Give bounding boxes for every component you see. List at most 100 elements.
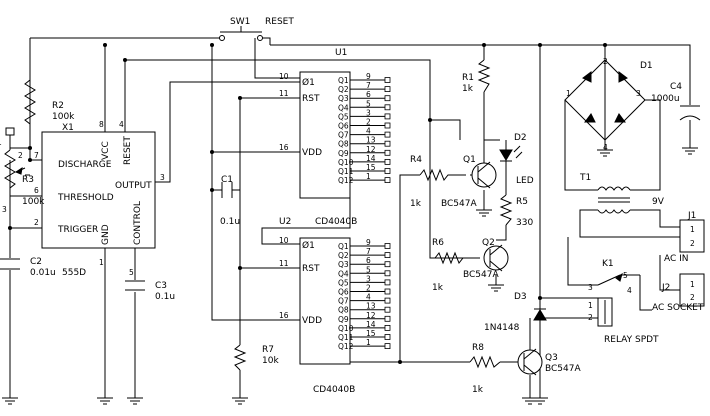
ground-symbols — [2, 147, 698, 405]
u2-pin-number: 3 — [366, 274, 371, 283]
ground-icon — [597, 149, 613, 157]
c1-ref: C1 — [221, 175, 233, 185]
ground-icon — [488, 284, 504, 292]
u1-pin-number: 12 — [366, 145, 376, 154]
resistor-r5: R5 330 — [499, 194, 533, 228]
u1-pin-number: 6 — [366, 90, 371, 99]
d1-pin2: 2 — [603, 57, 608, 66]
k1-ref: K1 — [602, 259, 614, 269]
u1-pin-number: 4 — [366, 127, 371, 136]
u2-pin-number: 2 — [366, 284, 371, 293]
u1-output-q9: Q9 — [338, 149, 349, 158]
u2-pin-number: 12 — [366, 311, 376, 320]
u2-pin-number: 9 — [366, 238, 371, 247]
u2-output-q9: Q9 — [338, 315, 349, 324]
r4-value: 1k — [410, 199, 422, 209]
transformer-t1: T1 9V — [579, 173, 665, 214]
d1-pin1: 1 — [566, 89, 571, 98]
ground-icon — [232, 397, 248, 405]
ground-icon — [476, 209, 492, 217]
r6-ref: R6 — [432, 238, 444, 248]
d1-ref: D1 — [640, 61, 653, 71]
u1-output-q5: Q5 — [338, 112, 349, 121]
timer-part: 555D — [62, 268, 86, 278]
resistor-r8: R8 1k — [469, 343, 501, 395]
j2-pin1: 1 — [690, 280, 695, 289]
switch-ref: SW1 — [230, 17, 250, 27]
u2-output-q5: Q5 — [338, 278, 349, 287]
u2-output-q2: Q2 — [338, 251, 349, 260]
diode-d3: D3 1N4148 — [484, 292, 547, 333]
potentiometer-r3: R3 100k 1 3 2 — [0, 127, 45, 214]
u1-pin-terminal — [384, 168, 391, 174]
junctions — [8, 43, 607, 364]
q1-value: BC547A — [441, 199, 477, 209]
u1-pin-terminal — [384, 104, 391, 111]
k1-pin3: 3 — [588, 283, 593, 292]
pin-3: 3 — [160, 173, 165, 182]
pin-vcc-label: VCC — [101, 141, 111, 160]
u1-pin-number: 7 — [366, 81, 371, 90]
u1-pin-terminal — [384, 158, 391, 165]
r2-ref: R2 — [52, 101, 64, 111]
u1-pin-number: 14 — [366, 154, 376, 163]
k1-pin1: 1 — [588, 301, 593, 310]
d2-value: LED — [516, 176, 534, 186]
j1-ref: J1 — [687, 211, 696, 221]
u1-pin-terminal — [384, 77, 391, 83]
bridge-d1: D1 2 1 3 4 — [566, 57, 653, 152]
resistor-r2: R2 100k — [24, 38, 75, 148]
k1-pin5: 5 — [623, 271, 628, 280]
u2-pin-terminal — [384, 261, 391, 268]
r3-pin2: 2 — [18, 151, 23, 160]
u1-pin-terminal — [384, 140, 391, 147]
j1-pin1: 1 — [690, 225, 695, 234]
pin-2: 2 — [34, 218, 39, 227]
d1-pin3: 3 — [636, 89, 641, 98]
u2-ref: U2 — [279, 217, 291, 227]
r7-ref: R7 — [262, 345, 274, 355]
d1-pin4: 4 — [603, 143, 608, 152]
u1-pin-terminal — [384, 149, 391, 156]
u2-pin-rst-num: 11 — [279, 259, 289, 268]
u2-pin-number: 6 — [366, 256, 371, 265]
u2-pin-terminal — [384, 279, 391, 286]
u2-pin-number: 5 — [366, 265, 371, 274]
u2-pin-number: 7 — [366, 247, 371, 256]
j1-label: AC IN — [664, 254, 689, 264]
timer-ref: X1 — [62, 123, 74, 133]
r3-pin1: 1 — [0, 138, 2, 147]
transistor-q1: Q1 BC547A — [441, 155, 497, 209]
u1-pin-terminal — [384, 177, 391, 184]
u2-output-q1: Q1 — [338, 242, 349, 251]
r7-value: 10k — [262, 356, 279, 366]
u2-pin-terminal — [384, 315, 391, 322]
u2-output-q6: Q6 — [338, 288, 349, 297]
u2-output-q11: Q11 — [338, 333, 354, 342]
u1-output-q6: Q6 — [338, 122, 349, 131]
c2-ref: C2 — [30, 257, 42, 267]
j1-pin2: 2 — [690, 239, 695, 248]
pin-reset-label: RESET — [123, 136, 133, 165]
r5-value: 330 — [516, 218, 533, 228]
r4-ref: R4 — [410, 155, 422, 165]
u1-pin-number: 1 — [366, 172, 371, 181]
c4-ref: C4 — [670, 82, 682, 92]
k1-pin4: 4 — [627, 286, 632, 295]
u1-pin-number: 5 — [366, 99, 371, 108]
u2-output-q12: Q12 — [338, 342, 354, 351]
resistor-r1: R1 1k — [462, 59, 491, 94]
u2-part: CD4040B — [313, 385, 355, 395]
pin-output-label: OUTPUT — [115, 181, 152, 191]
connector-j1: J1 1 2 AC IN — [664, 211, 705, 264]
switch-name: RESET — [265, 17, 294, 27]
capacitor-c1: C1 0.1u — [220, 175, 240, 227]
u1-output-q1: Q1 — [338, 76, 349, 85]
u2-pin-terminal — [384, 270, 391, 277]
connector-j2: J2 1 2 AC SOCKET — [652, 273, 705, 313]
pin-threshold-label: THRESHOLD — [57, 193, 114, 203]
